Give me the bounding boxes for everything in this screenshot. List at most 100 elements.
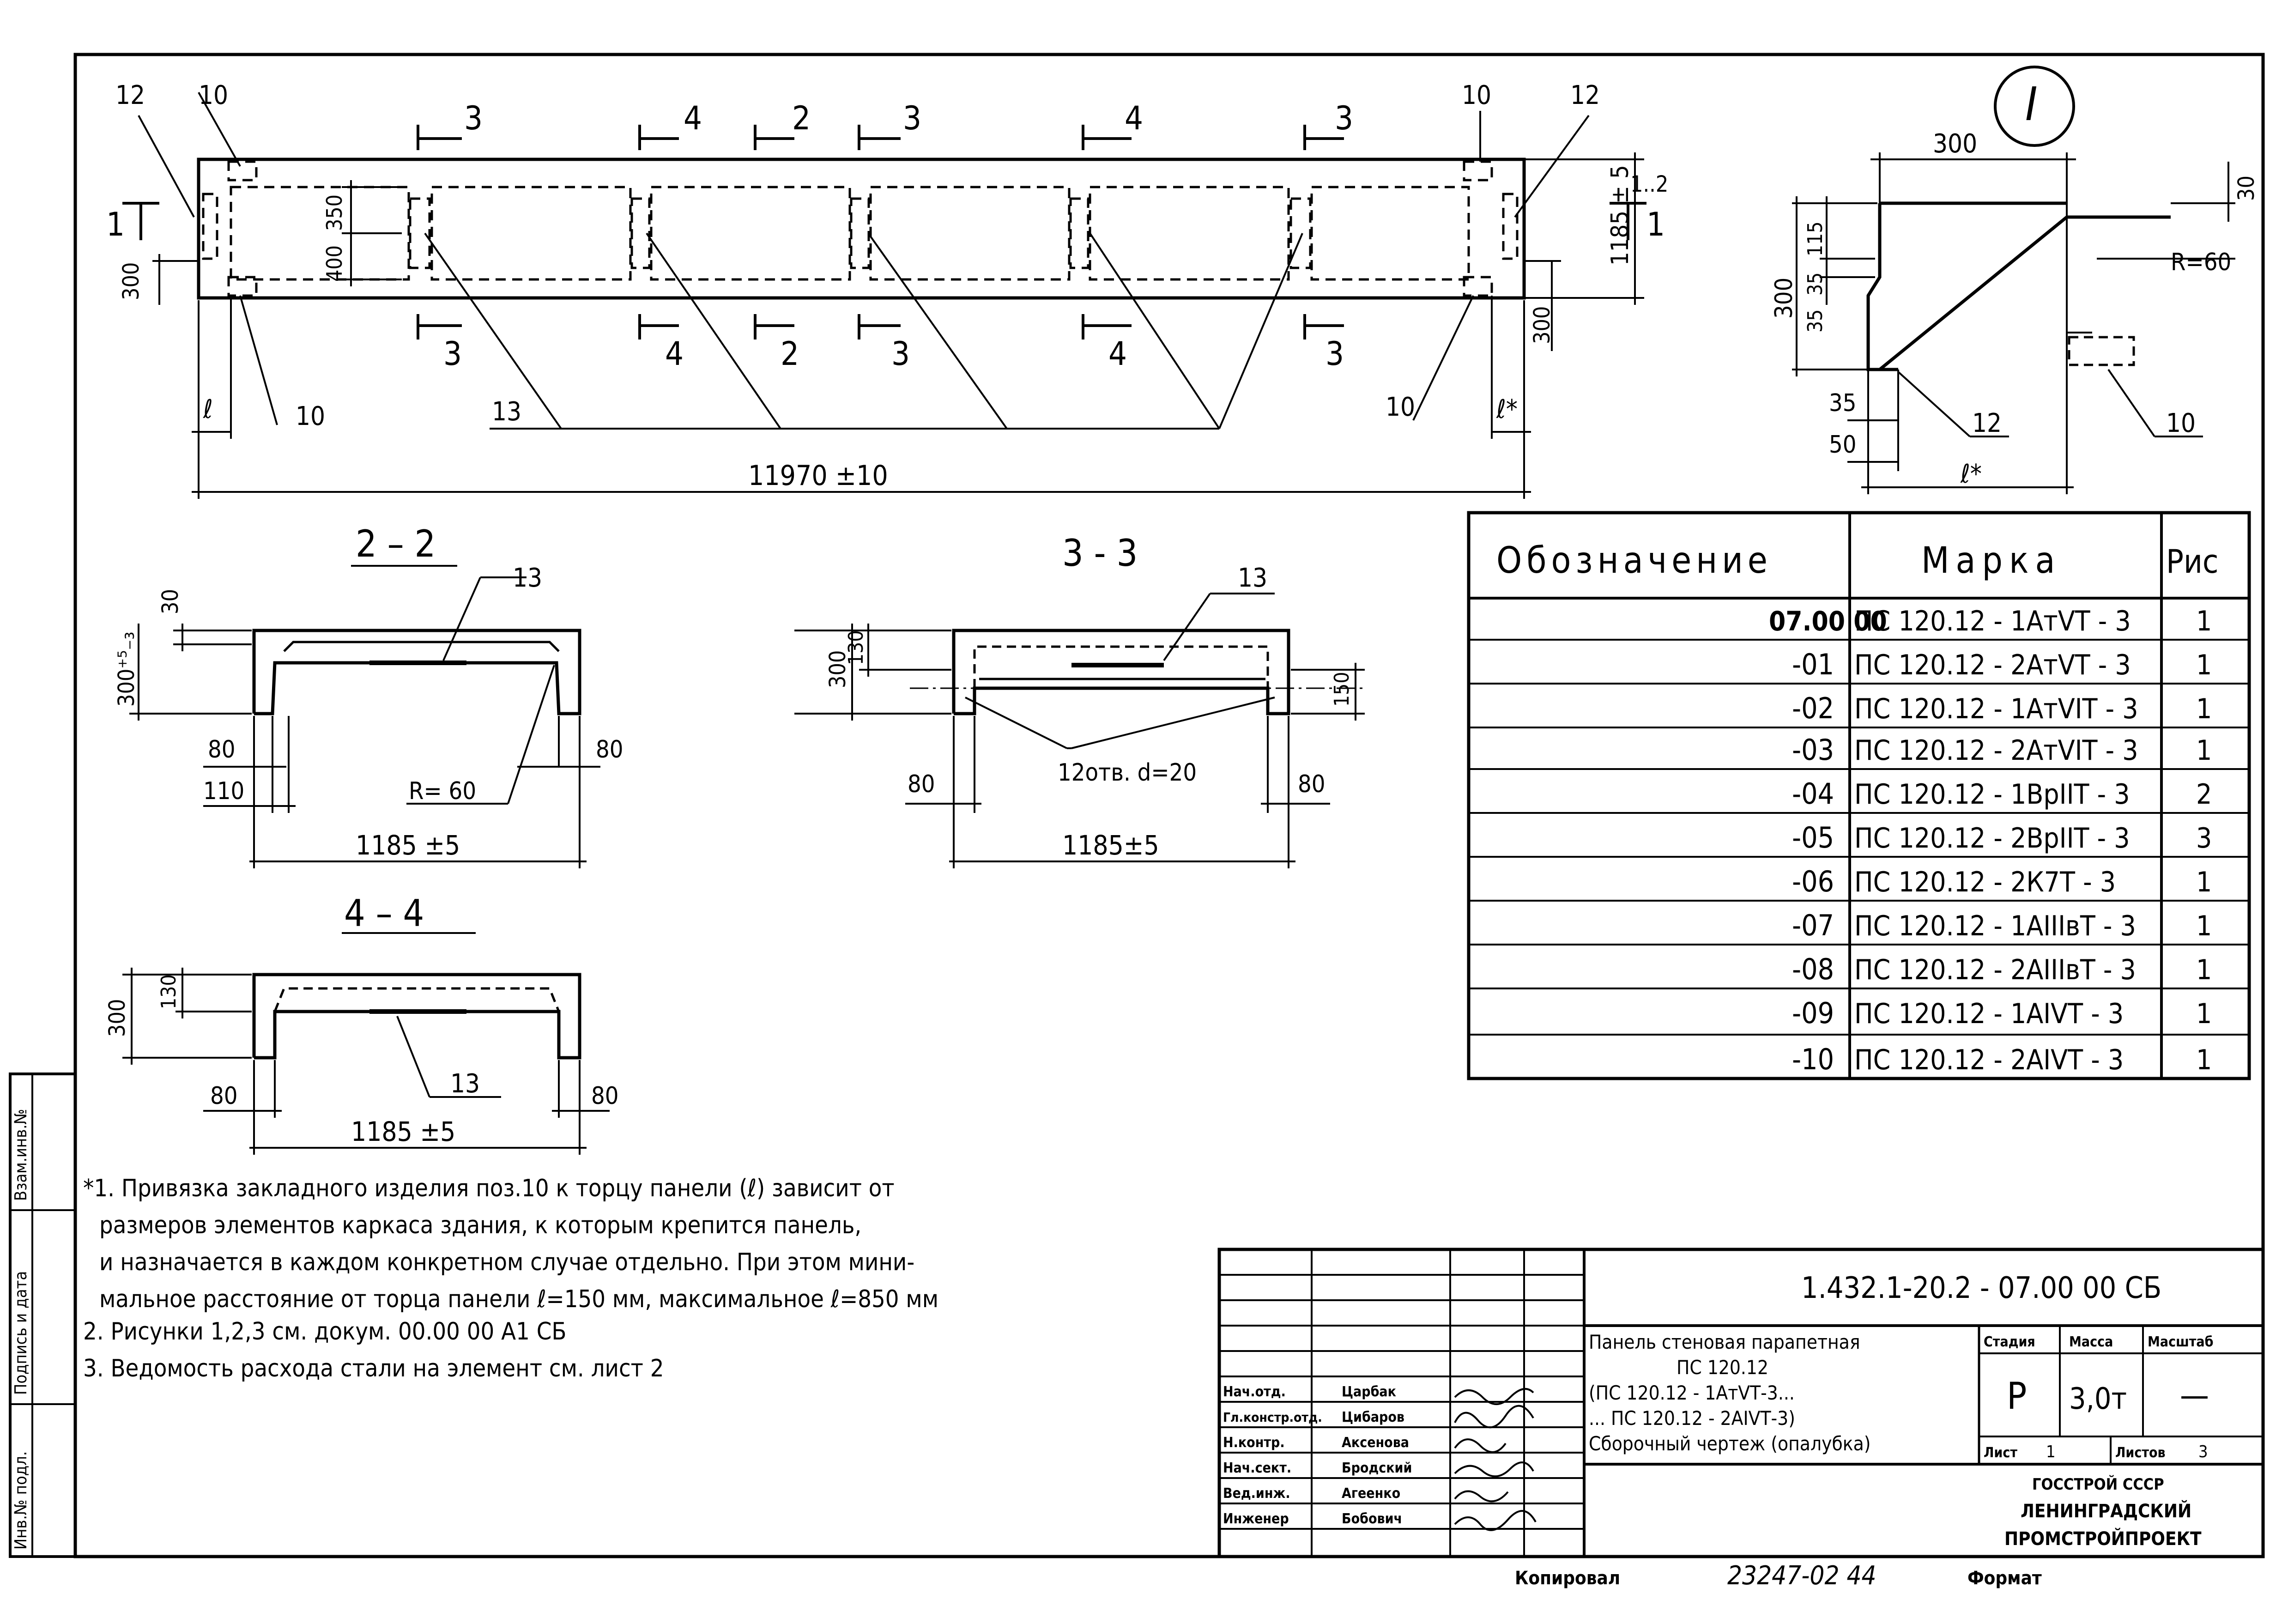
section-3-3-width: 1185±5 xyxy=(1062,830,1159,861)
section-mark-4: 4 xyxy=(684,99,702,137)
title-line: ... ПС 120.12 - 2АIVТ-3) xyxy=(1589,1407,1795,1430)
stamp-original-inv: Инв.№ подл. xyxy=(12,1451,30,1550)
spec-mark: ПС 120.12 - 1АтVIТ - 3 xyxy=(1854,693,2138,725)
detail-dim-35b: 35 xyxy=(1804,273,1827,296)
dim-edge-right: 300 xyxy=(1529,306,1555,344)
spec-designation: -05 xyxy=(1792,821,1834,854)
stamp-signature-date: Подпись и дата xyxy=(12,1271,30,1395)
detail-callout-10: 10 xyxy=(2166,408,2196,438)
section-3-3-dim-80-right: 80 xyxy=(1298,770,1326,798)
spec-row-4: -04 ПС 120.12 - 1ВрIIТ - 3 2 xyxy=(1792,777,2212,811)
spec-fig: 1 xyxy=(2196,605,2212,637)
detail-callout-12: 12 xyxy=(1972,408,2002,438)
section-3-3-dim-300: 300 xyxy=(825,650,851,688)
format-label: Формат xyxy=(1967,1568,2042,1589)
section-3-3-callout-13: 13 xyxy=(1238,563,1267,593)
section-3-3-dim-150: 150 xyxy=(1330,672,1354,707)
person-name: Бобович xyxy=(1342,1511,1402,1527)
dim-openings-b: 400 xyxy=(322,245,347,282)
spec-mark: ПС 120.12 - 2АтVIТ - 3 xyxy=(1854,734,2138,767)
section-2-2-dim-80-right: 80 xyxy=(596,736,623,764)
spec-fig: 3 xyxy=(2196,822,2212,854)
person-name: Бродский xyxy=(1342,1460,1412,1476)
person-name: Царбак xyxy=(1342,1384,1396,1400)
spec-designation: -08 xyxy=(1792,952,1834,986)
callout-10-right-top: 10 xyxy=(1462,80,1491,110)
spec-header-designation: Обозначение xyxy=(1496,540,1772,582)
org-line-2: ЛЕНИНГРАДСКИЙ xyxy=(2021,1500,2191,1522)
copy-number: 23247-02 44 xyxy=(1727,1561,1876,1591)
section-mark-4b: 4 xyxy=(1125,99,1143,137)
section-2-2-radius: R= 60 xyxy=(409,777,476,805)
spec-fig: 1 xyxy=(2196,649,2212,681)
section-mark-4-bottom: 4 xyxy=(665,335,684,373)
section-2-2 xyxy=(129,565,600,868)
section-4-4-dim-130: 130 xyxy=(157,974,181,1009)
callout-10-left-top: 10 xyxy=(199,80,228,110)
section-mark-4b-bottom: 4 xyxy=(1108,335,1127,373)
person-role: Нач.отд. xyxy=(1223,1384,1286,1400)
dim-length: 11970 ±10 xyxy=(748,460,888,492)
spec-designation: -09 xyxy=(1792,996,1834,1030)
spec-row-7: -07 ПС 120.12 - 1АIIIвТ - 3 1 xyxy=(1792,909,2212,942)
callout-12-left: 12 xyxy=(115,80,145,110)
section-mark-3c-bottom: 3 xyxy=(1326,335,1344,373)
detail-dim-300-side: 300 xyxy=(1770,278,1798,319)
callout-10-left-bottom: 10 xyxy=(296,401,325,431)
section-3-3-title: 3 - 3 xyxy=(1062,532,1138,575)
spec-mark: ПС 120.12 - 2К7Т - 3 xyxy=(1854,866,2116,898)
spec-header-fig: Рис xyxy=(2166,543,2219,581)
section-mark-2-bottom: 2 xyxy=(781,335,799,373)
sheet-value: 1 xyxy=(2046,1442,2056,1461)
section-mark-3: 3 xyxy=(464,99,483,137)
title-block-grid xyxy=(1217,1248,2265,1558)
mass-label: Масса xyxy=(2069,1334,2113,1350)
spec-header-mark: Марка xyxy=(1921,540,2062,582)
dim-offset-left: ℓ xyxy=(203,394,213,424)
mass-value: 3,0т xyxy=(2069,1382,2127,1416)
detail-dim-300-top: 300 xyxy=(1933,129,1977,159)
spec-mark: ПС 120.12 - 1АIIIвТ - 3 xyxy=(1854,910,2136,942)
stage-value: Р xyxy=(2007,1375,2027,1418)
section-3-3-dim-130: 130 xyxy=(844,630,868,665)
detail-dim-R60: R=60 xyxy=(2171,248,2231,276)
callout-10-right-bottom: 10 xyxy=(1386,392,1415,422)
section-mark-3-bottom: 3 xyxy=(443,335,462,373)
note-line: 2. Рисунки 1,2,3 см. докум. 00.00 00 А1 … xyxy=(83,1318,567,1345)
spec-designation: -03 xyxy=(1792,733,1834,767)
spec-fig: 1 xyxy=(2196,693,2212,725)
signatures xyxy=(1454,1388,1537,1531)
detail-dim-35c: 35 xyxy=(1829,389,1857,417)
detail-I xyxy=(1792,66,2235,494)
note-line: 3. Ведомость расхода стали на элемент см… xyxy=(83,1355,664,1382)
note-line: *1. Привязка закладного изделия поз.10 к… xyxy=(83,1175,895,1202)
spec-fig: 1 xyxy=(2196,998,2212,1030)
spec-designation: -01 xyxy=(1792,648,1834,681)
person-role: Гл.констр.отд. xyxy=(1223,1410,1322,1425)
notes: *1. Привязка закладного изделия поз.10 к… xyxy=(83,1175,938,1382)
spec-mark: ПС 120.12 - 1ВрIIТ - 3 xyxy=(1854,778,2130,811)
detail-I-mark: I xyxy=(2025,77,2038,131)
sheet-frame xyxy=(9,53,2265,1558)
spec-fig: 1 xyxy=(2196,866,2212,898)
person-name: Агеенко xyxy=(1342,1485,1400,1502)
spec-row-3: -03 ПС 120.12 - 2АтVIТ - 3 1 xyxy=(1792,733,2212,767)
dim-height: 1185 ± 5 xyxy=(1606,165,1634,266)
person-name: Аксенова xyxy=(1342,1435,1409,1451)
dim-openings-a: 350 xyxy=(322,194,347,231)
section-2-2-callout-13: 13 xyxy=(513,563,542,593)
section-3-3-dim-80-left: 80 xyxy=(908,770,935,798)
spec-designation: -07 xyxy=(1792,909,1834,942)
section-4-4-callout-13: 13 xyxy=(450,1069,480,1099)
stamp-replaced-inv: Взам.инв.№ xyxy=(12,1109,30,1201)
spec-row-6: -06 ПС 120.12 - 2К7Т - 3 1 xyxy=(1792,865,2212,898)
note-line: размеров элементов каркаса здания, к кот… xyxy=(99,1212,861,1239)
sheets-value: 3 xyxy=(2198,1442,2208,1461)
person-role: Нач.сект. xyxy=(1223,1460,1291,1476)
section-mark-3c: 3 xyxy=(1335,99,1353,137)
section-mark-3b: 3 xyxy=(903,99,921,137)
person-role: Вед.инж. xyxy=(1223,1485,1290,1502)
section-4-4-title: 4 – 4 xyxy=(344,892,424,935)
spec-fig: 1 xyxy=(2196,910,2212,942)
